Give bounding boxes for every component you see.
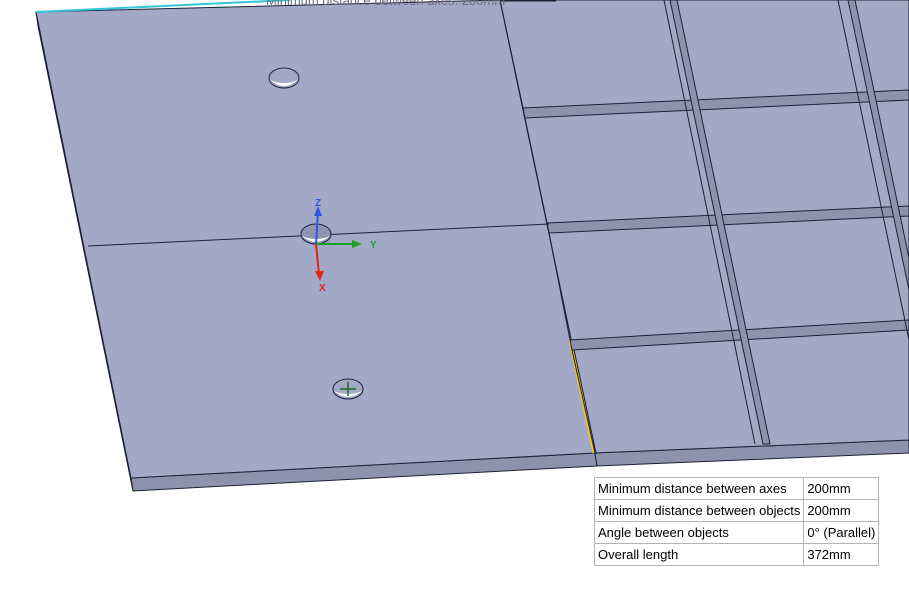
measurement-value: 372mm — [803, 543, 880, 566]
grid-cell-outlines — [499, 0, 909, 454]
table-row: Minimum distance between objects 200mm — [593, 499, 880, 522]
measurement-results-table: Minimum distance between axes 200mm Mini… — [593, 477, 880, 566]
grid-grooves — [522, 0, 909, 445]
table-row: Angle between objects 0° (Parallel) — [593, 521, 880, 544]
origin-triad-icon: Z Y X — [314, 198, 377, 294]
selected-edge-right-outline — [571, 339, 597, 454]
screw-head-icon[interactable] — [332, 378, 364, 400]
plate-top-edge-highlight — [35, 0, 291, 13]
measurement-label: Minimum distance between axes — [593, 477, 805, 500]
measurement-annotation: Minimum distance between axes: 200mm — [266, 0, 506, 8]
table-row: Overall length 372mm — [593, 543, 880, 566]
measurement-label: Overall length — [593, 543, 805, 566]
axis-label-y: Y — [370, 240, 377, 251]
measurement-value: 0° (Parallel) — [803, 521, 880, 544]
measurement-value: 200mm — [803, 477, 880, 500]
axis-label-z: Z — [315, 198, 321, 209]
measurement-label: Minimum distance between objects — [593, 499, 805, 522]
measurement-value: 200mm — [803, 499, 880, 522]
axis-label-x: X — [319, 283, 326, 294]
hole-icon[interactable] — [268, 67, 300, 89]
measurement-label: Angle between objects — [593, 521, 805, 544]
table-row: Minimum distance between axes 200mm — [593, 477, 880, 500]
